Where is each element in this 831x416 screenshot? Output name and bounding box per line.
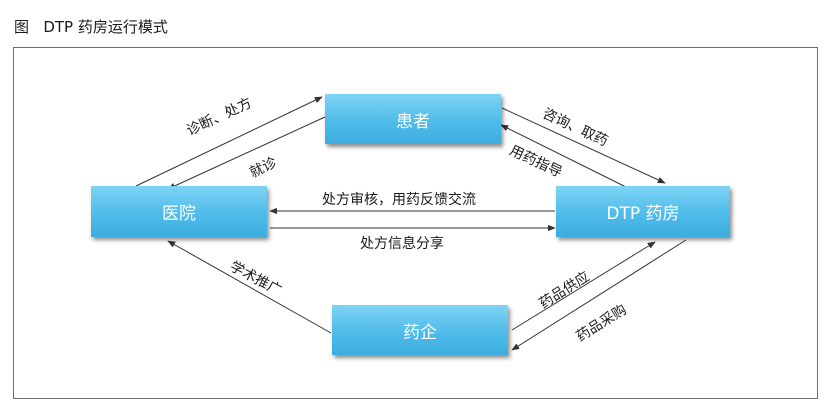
- arrow-pharmacy-to-patient: [500, 124, 627, 188]
- arrow-pharmacy-to-company: [511, 239, 687, 351]
- arrow-company-to-pharmacy: [511, 241, 656, 331]
- node-pharmacy-label: DTP 药房: [606, 204, 680, 224]
- node-patient-label: 患者: [396, 111, 430, 132]
- label-hospital-to-pharmacy: 处方信息分享: [360, 236, 444, 252]
- node-hospital-label: 医院: [162, 204, 196, 224]
- arrow-patient-to-hospital: [167, 116, 326, 190]
- diagram-frame: [13, 47, 818, 399]
- caption-prefix: 图: [14, 18, 30, 36]
- arrow-company-to-hospital: [167, 240, 332, 334]
- label-pharmacy-to-hospital: 处方审核，用药反馈交流: [322, 192, 476, 208]
- figure-caption: 图 DTP 药房运行模式: [14, 16, 168, 37]
- node-pharmacy: DTP 药房: [556, 186, 730, 237]
- node-patient: 患者: [325, 94, 501, 144]
- node-pharma-company-label: 药企: [403, 322, 437, 343]
- arrow-patient-to-pharmacy: [501, 107, 666, 184]
- node-hospital: 医院: [91, 186, 267, 237]
- arrow-hospital-to-patient: [135, 96, 323, 187]
- node-pharma-company: 药企: [332, 305, 508, 355]
- figure-title: DTP 药房运行模式: [43, 18, 168, 36]
